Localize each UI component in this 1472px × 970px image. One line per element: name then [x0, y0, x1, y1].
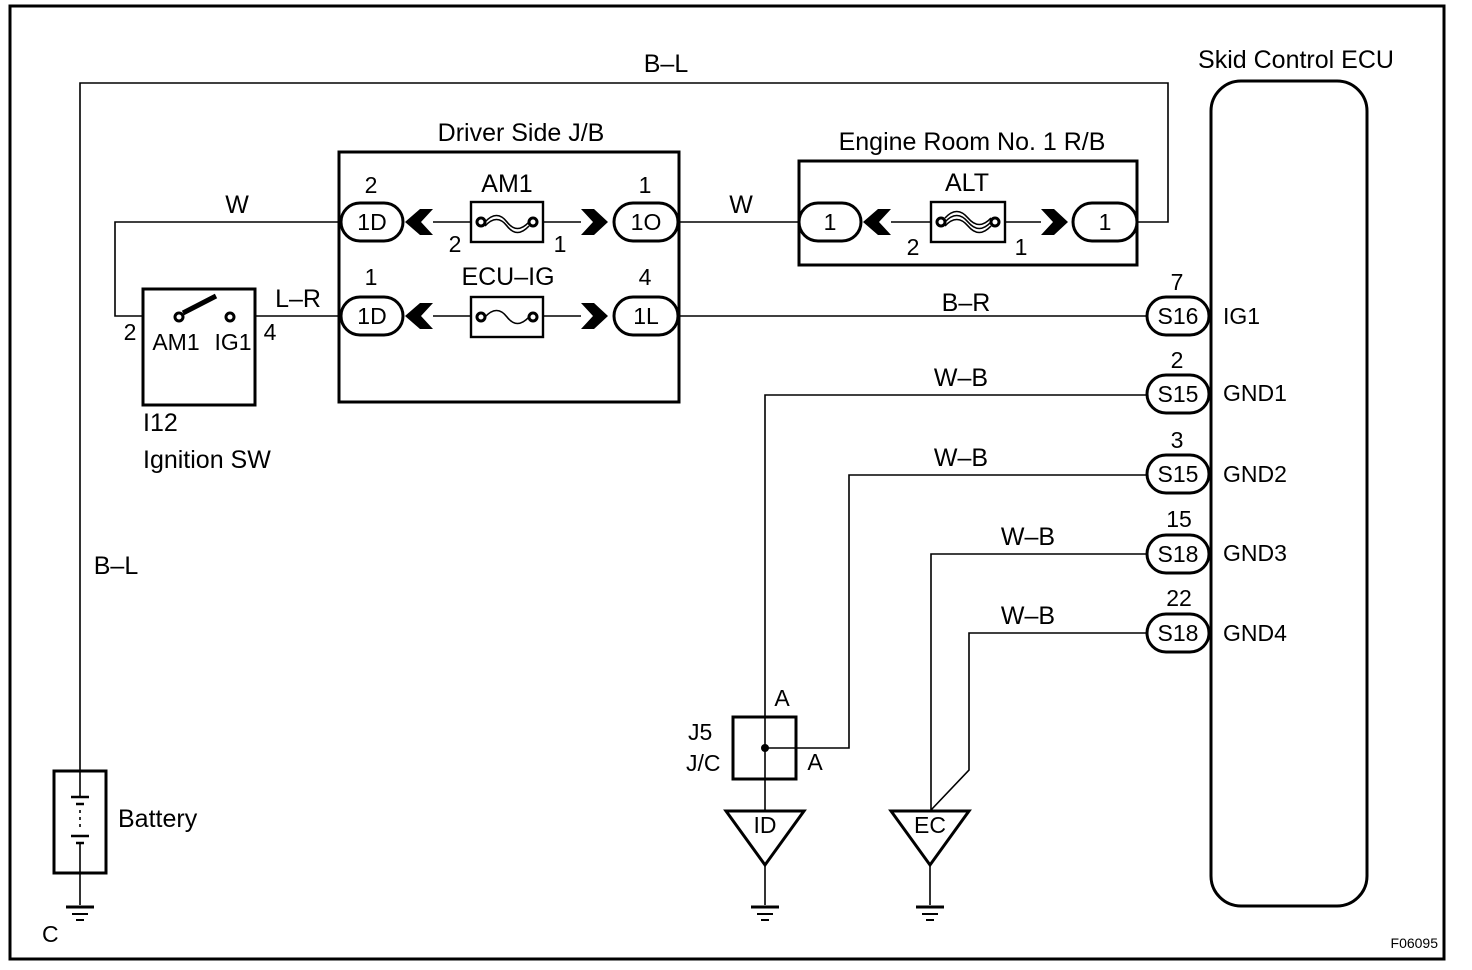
wire-gnd4-label: W–B	[1001, 602, 1055, 630]
am1-in-pin: 2	[449, 231, 462, 257]
connector-1o-label: 1O	[631, 209, 662, 235]
switch-lever-icon	[181, 293, 218, 316]
connector-1d-top-label: 1D	[357, 209, 386, 235]
wire-gnd3	[930, 553, 1147, 810]
ground-point-icon	[723, 809, 807, 868]
ground-point-icon	[888, 809, 972, 868]
ecu-connector-label: S15	[1158, 461, 1199, 487]
figure-id: F06095	[1391, 935, 1439, 951]
wire-gnd2	[765, 474, 1147, 749]
switch-contact-icon	[224, 311, 236, 323]
engine-rb-box	[797, 159, 1139, 267]
junction-pin-top: A	[774, 685, 790, 711]
ecu-connector-label: S15	[1158, 381, 1199, 407]
ecu-terminal-name: GND2	[1223, 461, 1287, 487]
wire-gnd3-label: W–B	[1001, 523, 1055, 551]
ground-id: ID	[723, 809, 807, 921]
wire-gnd4	[930, 632, 1147, 811]
ground-id-label: ID	[754, 812, 777, 838]
connector-rb-right-label: 1	[1099, 209, 1112, 235]
ground-ec-label: EC	[914, 812, 946, 838]
ecu-connector-label: S16	[1158, 303, 1199, 329]
arrow-left-icon	[405, 209, 433, 235]
am1-out-pin: 1	[554, 231, 567, 257]
ignition-term-ig1: IG1	[214, 329, 251, 355]
wire-battery-label: B–L	[94, 552, 139, 580]
ecu-connector	[1145, 453, 1211, 495]
junction-type: J/C	[686, 750, 721, 776]
am1-right-pin: 1	[639, 172, 652, 198]
ignition-term-am1: AM1	[152, 329, 199, 355]
ecu-body	[1209, 79, 1369, 908]
wire-top-loop-label: B–L	[644, 50, 689, 78]
arrow-right-icon	[581, 209, 608, 235]
connector-1l-label: 1L	[633, 303, 659, 329]
ecu-terminal-name: GND1	[1223, 380, 1287, 406]
ignition-pin-right: 4	[264, 319, 277, 345]
connector-rb-left-label: 1	[824, 209, 837, 235]
ecu-connector	[1145, 612, 1211, 654]
junction-node-icon	[761, 744, 769, 752]
fuse-alt-label: ALT	[945, 169, 989, 197]
am1-left-pin: 2	[365, 172, 378, 198]
switch-contact-icon	[173, 311, 185, 323]
ecu-pin: 15	[1166, 506, 1192, 532]
ecu-connector-label: S18	[1158, 541, 1199, 567]
fuse-am1-label: AM1	[481, 170, 532, 198]
wire-gnd1	[764, 394, 1147, 717]
wire-gnd1-label: W–B	[934, 364, 988, 392]
ecu-connector	[1145, 373, 1211, 415]
battery-label: Battery	[118, 805, 198, 833]
wire-ignition-in-label: W	[225, 191, 249, 219]
ignition-switch-box	[141, 287, 257, 407]
fuse-alt-row: 1 ALT 2 1 1	[797, 169, 1139, 260]
wire-gnd2-label: W–B	[934, 444, 988, 472]
connector-1d-bottom-label: 1D	[357, 303, 386, 329]
wire-top-loop	[79, 82, 1169, 764]
junction-code: J5	[688, 719, 712, 745]
driver-jb-box	[337, 150, 681, 404]
ignition-pin-left: 2	[124, 319, 137, 345]
ground-ec: EC	[888, 809, 972, 921]
junction-pin-right: A	[807, 749, 823, 775]
ignition-name: Ignition SW	[143, 446, 271, 474]
ecu-ig-left-pin: 1	[365, 264, 378, 290]
ecu-terminal-name: IG1	[1223, 303, 1260, 329]
connector-rb-right	[1071, 201, 1139, 243]
ecu-connector	[1145, 295, 1211, 337]
wire-ignition-in	[114, 221, 341, 317]
arrow-left-icon	[405, 303, 433, 329]
arrow-right-icon	[581, 303, 608, 329]
battery-ground-label: C	[42, 921, 59, 947]
driver-jb-title: Driver Side J/B	[438, 119, 605, 147]
fuse-ecu-ig-row: 1 1D ECU–IG 4 1L	[339, 263, 680, 339]
wire-ignition-out-label: L–R	[275, 285, 321, 313]
ecu-terminal-name: GND3	[1223, 540, 1287, 566]
ecu-terminal-name: GND4	[1223, 620, 1287, 646]
fuse-am1-row: 2 1D AM1 2 1 1 1O	[339, 170, 680, 257]
ecu-title: Skid Control ECU	[1198, 46, 1394, 74]
alt-in-pin: 2	[907, 234, 920, 260]
ecu-connector	[1145, 533, 1211, 575]
diagram-frame	[8, 4, 1446, 961]
ignition-code: I12	[143, 409, 178, 437]
ecu-pin: 2	[1171, 347, 1184, 373]
ecu-pin: 7	[1171, 269, 1184, 295]
ecu-pin: 22	[1166, 585, 1192, 611]
ecu-connector-label: S18	[1158, 620, 1199, 646]
engine-rb-title: Engine Room No. 1 R/B	[839, 128, 1106, 156]
fuse-ecu-ig-label: ECU–IG	[461, 263, 554, 291]
alt-out-pin: 1	[1015, 234, 1028, 260]
battery-cell-icon	[71, 764, 89, 905]
arrow-right-icon	[1041, 209, 1068, 235]
wire-jb-to-rb-label: W	[729, 191, 753, 219]
arrow-left-icon	[863, 209, 891, 235]
ecu-ig-right-pin: 4	[639, 264, 652, 290]
ecu-pin: 3	[1171, 427, 1184, 453]
wire-ig1-label: B–R	[942, 289, 991, 317]
